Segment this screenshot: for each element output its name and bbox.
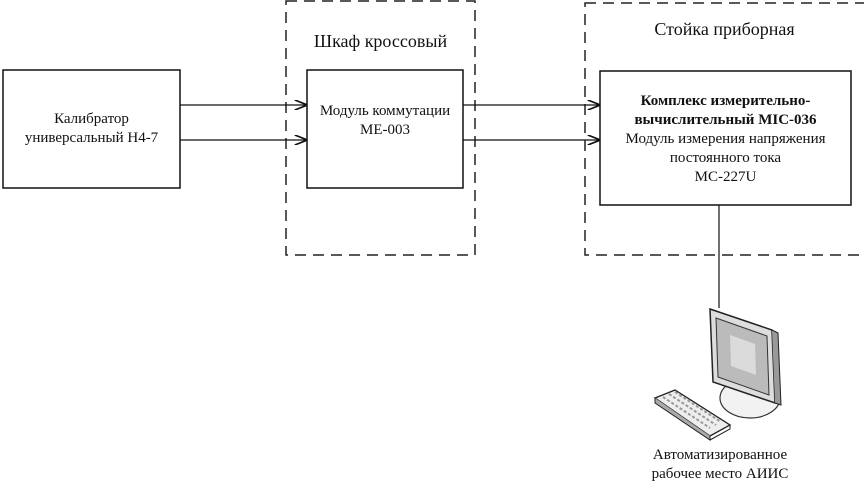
switch-module-label: Модуль коммутации МЕ-003 bbox=[307, 102, 463, 140]
calibrator-label-line: Калибратор bbox=[54, 111, 129, 127]
mic-module-code: МС-227U bbox=[694, 169, 757, 185]
calibrator-box bbox=[2, 69, 181, 189]
mic-title-line1: Комплекс измерительно- bbox=[640, 93, 811, 109]
workstation-label: Автоматизированное рабочее место АИИС bbox=[620, 446, 820, 484]
mic-label: Комплекс измерительно- вычислительный MI… bbox=[600, 92, 851, 187]
workstation-label-line: Автоматизированное bbox=[652, 447, 788, 463]
mic-title-line2: вычислительный MIC-036 bbox=[634, 112, 817, 128]
computer-icon bbox=[653, 307, 782, 441]
cross-cabinet-group bbox=[285, 0, 476, 256]
workstation-label-line: рабочее место АИИС bbox=[651, 466, 789, 482]
cross-cabinet-label: Шкаф кроссовый bbox=[313, 31, 448, 51]
switch-module-box bbox=[306, 69, 464, 189]
calibrator-label: Калибратор универсальный Н4-7 bbox=[3, 110, 180, 148]
calibrator-label-line: универсальный Н4-7 bbox=[24, 130, 159, 146]
instrument-rack-label: Стойка приборная bbox=[654, 19, 795, 39]
switch-module-label-line: Модуль коммутации bbox=[319, 103, 451, 119]
switch-module-label-line: МЕ-003 bbox=[360, 122, 410, 138]
mic-module-line: постоянного тока bbox=[669, 150, 782, 166]
instrument-rack-group bbox=[584, 2, 864, 256]
mic-module-line: Модуль измерения напряжения bbox=[625, 131, 826, 147]
